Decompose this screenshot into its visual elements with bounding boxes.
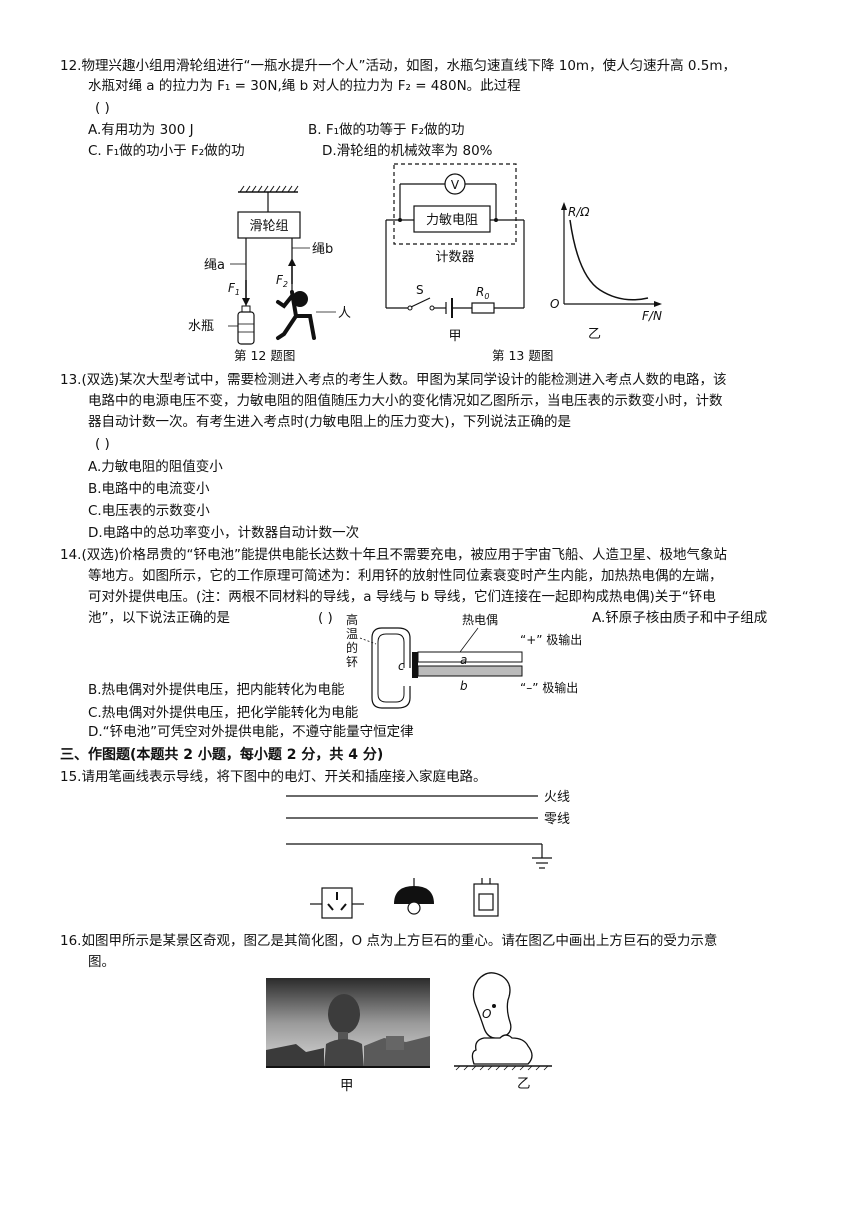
counter-label: 计数器 (435, 250, 474, 265)
switch-symbol[interactable] (410, 297, 431, 308)
q14-option-b: B.热电偶对外提供电压，把内能转化为电能 (88, 682, 345, 698)
person-label: 人 (338, 306, 351, 321)
resistance-curve (569, 219, 649, 301)
switch-label: S (416, 283, 424, 297)
q13-circuit-figure: V 力敏电阻 计数器 S R0 甲 (385, 163, 525, 344)
plus-output-label: “+” 极输出 (520, 632, 582, 647)
graph-origin: O (550, 297, 559, 311)
wire-a-label: a (460, 653, 467, 667)
q12-stem-line2: 水瓶对绳 a 的拉力为 F₁ = 30N,绳 b 对人的拉力为 F₂ = 480… (88, 78, 521, 94)
wire-b-label: b (460, 679, 468, 693)
junction-c (412, 652, 418, 678)
q13-option-c: C.电压表的示数变小 (88, 503, 210, 519)
q14-answer-paren: ( ) (318, 610, 333, 626)
q13-caption: 第 13 题图 (492, 348, 554, 363)
live-wire-label: 火线 (544, 790, 570, 805)
q12-answer-paren: ( ) (95, 100, 110, 116)
q13-answer-paren: ( ) (95, 436, 110, 452)
bottle-label: 水瓶 (188, 319, 214, 334)
q16-jia-label: 甲 (340, 1078, 354, 1094)
lamp-shade (394, 886, 434, 904)
q16-yi-label: 乙 (517, 1076, 531, 1092)
q15-household-circuit: 火线 零线 (286, 790, 570, 919)
force-resistor-box (413, 205, 491, 233)
q13-option-a: A.力敏电阻的阻值变小 (88, 459, 223, 475)
q12-option-c: C. F₁做的功小于 F₂做的功 (88, 143, 245, 159)
wire-b (417, 665, 523, 677)
q16-photo-jia (266, 978, 430, 1068)
neutral-wire-label: 零线 (544, 812, 570, 827)
q13-option-b: B.电路中的电流变小 (88, 481, 210, 497)
balanced-rock-top (328, 994, 360, 1034)
q13-stem-line1: 13.(双选)某次大型考试中，需要检测进入考点的考生人数。甲图为某同学设计的能检… (60, 372, 727, 388)
bottle-shape (237, 311, 255, 345)
voltmeter-label: V (451, 178, 460, 192)
lower-rock (471, 1034, 533, 1065)
pulley-label: 滑轮组 (249, 219, 288, 234)
person-head (292, 291, 308, 307)
counter-dashed-box (393, 163, 517, 245)
wire-a (417, 651, 523, 663)
q14-option-c: C.热电偶对外提供电压，把化学能转化为电能 (88, 705, 359, 721)
q16-stem-line2: 图。 (88, 954, 115, 970)
q12-option-a: A.有用功为 300 J (88, 122, 194, 138)
q14-option-d: D.“钚电池”可凭空对外提供电能，不遵守能量守恒定律 (88, 724, 414, 740)
q14-stem-line3: 可对外提供电压。(注：两根不同材料的导线，a 导线与 b 导线，它们连接在一起即… (88, 589, 716, 605)
q13-stem-line2: 电路中的电源电压不变，力敏电阻的阻值随压力大小的变化情况如乙图所示，当电压表的示… (88, 393, 723, 409)
minus-output-label: “–” 极输出 (520, 680, 578, 695)
q12-option-d: D.滑轮组的机械效率为 80% (322, 143, 493, 159)
hot-pu-label-2: 温 (346, 627, 358, 641)
q14-battery-figure: 高 温 的 钚 c a b 热电偶 “+” 极输出 “–” 极输出 (346, 612, 582, 709)
circuit-jia-label: 甲 (448, 329, 461, 344)
q15-stem: 15.请用笔画线表示导线，将下图中的电灯、开关和插座接入家庭电路。 (60, 769, 487, 785)
section-3-heading: 三、作图题(本题共 2 小题，每小题 2 分，共 4 分) (60, 747, 384, 763)
q12-pulley-figure: 滑轮组 绳a F1 水瓶 绳b F2 人 (188, 185, 351, 345)
q14-option-a: A.钚原子核由质子和中子组成 (592, 610, 768, 626)
q14-stem-line4: 池”，以下说法正确的是 (88, 610, 230, 626)
hot-pu-label-1: 高 (346, 612, 358, 627)
force-resistor-label: 力敏电阻 (426, 213, 478, 228)
hot-pu-label-4: 钚 (346, 655, 358, 669)
r0-label: R0 (476, 285, 489, 301)
graph-yi-label: 乙 (588, 327, 601, 342)
pulley-box (237, 211, 301, 239)
lamp-bulb[interactable] (407, 901, 421, 915)
q12-caption: 第 12 题图 (234, 348, 296, 363)
r0-resistor (471, 302, 495, 314)
q13-graph-figure: R/Ω F/N O 乙 (550, 202, 662, 342)
thermocouple-label: 热电偶 (462, 613, 498, 627)
q12-option-b: B. F₁做的功等于 F₂做的功 (308, 122, 465, 138)
rock-pedestal (324, 1039, 364, 1068)
graph-y-label: R/Ω (568, 205, 590, 219)
q13-option-d: D.电路中的总功率变小，计数器自动计数一次 (88, 525, 360, 541)
f1-label: F1 (228, 281, 240, 297)
rope-b-label: 绳b (312, 242, 333, 257)
rope-a-label: 绳a (204, 258, 225, 273)
q13-stem-line3: 器自动计数一次。有考生进入考点时(力敏电阻上的压力变大)，下列说法正确的是 (88, 414, 572, 430)
q16-diagram-yi: O (454, 972, 552, 1071)
graph-x-label: F/N (642, 309, 662, 323)
f2-label: F2 (276, 273, 288, 289)
q16-stem-line1: 16.如图甲所示是某景区奇观，图乙是其简化图，O 点为上方巨石的重心。请在图乙中… (60, 933, 718, 949)
q12-stem-line1: 12.物理兴趣小组用滑轮组进行“一瓶水提升一个人”活动，如图，水瓶匀速直线下降 … (60, 58, 736, 74)
q14-stem-line1: 14.(双选)价格昂贵的“钚电池”能提供电能长达数十年且不需要充电，被应用于宇宙… (60, 547, 727, 563)
hot-pu-label-3: 的 (346, 640, 358, 655)
center-of-gravity-o (492, 1004, 496, 1008)
junction-c-label: c (398, 659, 405, 673)
o-point-label: O (482, 1007, 491, 1021)
q14-stem-line2: 等地方。如图所示，它的工作原理可简述为：利用钚的放射性同位素衰变时产生内能，加热… (88, 568, 723, 584)
pu-container-outer (371, 627, 411, 709)
